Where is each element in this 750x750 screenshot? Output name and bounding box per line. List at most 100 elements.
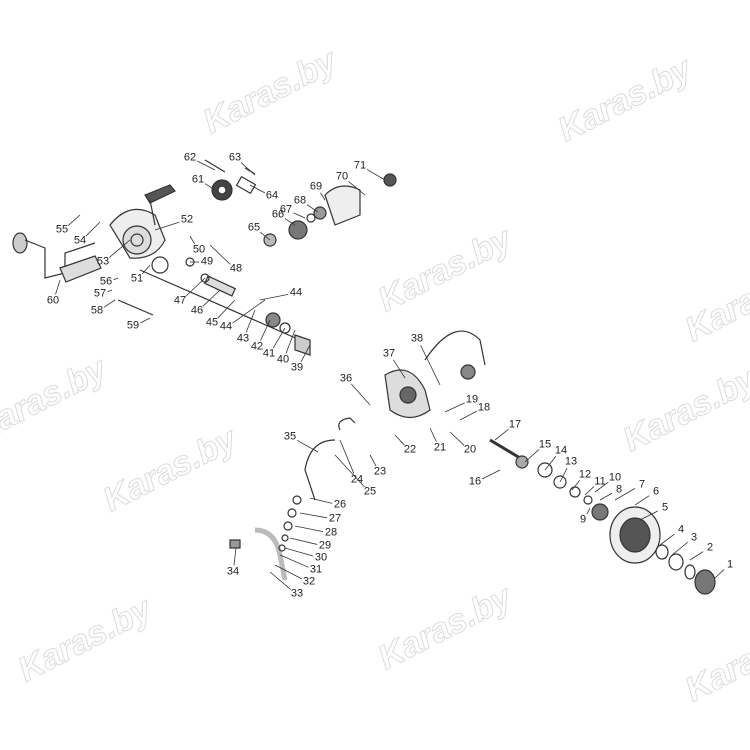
leader-line [320,192,326,201]
part-label-61: 61 [191,173,205,186]
leader-line [714,569,725,579]
part-label-66: 66 [271,208,285,221]
part-label-67: 67 [279,203,293,216]
leader-line [394,434,405,446]
leader-line [217,299,236,319]
leader-line [393,359,406,379]
part-label-3: 3 [690,531,698,544]
part-label-39: 39 [290,361,304,374]
leader-line [142,264,151,275]
leader-line [599,492,613,501]
part-label-24: 24 [350,473,364,486]
part-label-13: 13 [564,455,578,468]
part-label-60: 60 [46,294,60,307]
leader-line [204,183,216,191]
leader-line [154,221,180,231]
part-label-64: 64 [265,189,279,202]
leader-line [107,289,113,293]
part-label-43: 43 [236,332,250,345]
part-label-34: 34 [226,565,240,578]
part-label-33: 33 [290,587,304,600]
leader-line [233,547,237,566]
leader-line [269,571,292,590]
leader-line [459,410,478,421]
part-label-10: 10 [608,471,622,484]
part-label-52: 52 [180,213,194,226]
part-label-11: 11 [594,475,606,488]
part-label-35: 35 [283,430,297,443]
part-label-30: 30 [314,551,328,564]
leader-line [494,428,509,441]
part-label-38: 38 [410,332,424,345]
part-label-22: 22 [403,443,417,456]
leader-line [420,345,441,386]
leader-line [103,299,116,308]
part-label-1: 1 [726,558,734,571]
part-label-7: 7 [638,478,646,491]
leader-line [671,541,688,556]
part-label-63: 63 [228,151,242,164]
leader-line [659,533,675,546]
part-label-62: 62 [183,151,197,164]
leader-line [108,239,131,258]
leader-line [309,497,333,504]
leader-line [55,279,61,295]
leader-line [285,329,296,354]
leader-line [289,537,318,545]
leader-line [429,427,437,442]
part-label-44: 44 [289,286,303,299]
part-label-70: 70 [335,170,349,183]
drive-shaft-assembly [117,256,311,356]
part-label-45: 45 [205,316,219,329]
part-label-49: 49 [200,255,214,268]
part-label-32: 32 [302,575,316,588]
gear-parts [204,159,397,247]
leader-line [334,454,365,488]
part-label-54: 54 [73,234,87,247]
part-label-44: 44 [219,320,233,333]
leader-line [306,204,319,213]
part-label-23: 23 [373,465,387,478]
leader-line [202,289,221,307]
leader-line [260,319,271,341]
leader-line [689,551,704,561]
part-label-40: 40 [276,353,290,366]
part-label-57: 57 [93,287,107,300]
leader-line [85,221,101,237]
leader-line [571,480,581,491]
part-label-9: 9 [579,513,587,526]
part-label-16: 16 [468,475,482,488]
part-label-19: 19 [465,393,479,406]
part-label-20: 20 [463,443,477,456]
leader-line [274,564,303,580]
leader-line [544,456,557,471]
part-label-42: 42 [250,340,264,353]
part-label-29: 29 [318,539,332,552]
leader-line [339,439,355,474]
part-label-25: 25 [363,485,377,498]
part-label-50: 50 [192,243,206,256]
leader-line [272,327,286,349]
part-label-2: 2 [706,541,714,554]
leader-line [586,507,591,515]
leader-line [294,525,324,533]
part-label-55: 55 [55,223,69,236]
part-label-15: 15 [538,438,552,451]
part-label-21: 21 [433,441,447,454]
leader-line [300,344,311,363]
leader-line [559,467,568,483]
leader-line [614,488,636,501]
leader-line [67,214,81,226]
leader-line [245,309,256,333]
part-label-6: 6 [652,485,660,498]
leader-line [584,486,595,496]
part-label-28: 28 [324,526,338,539]
handle [12,232,102,283]
reel-body [109,184,176,259]
leader-line [189,235,196,245]
part-label-46: 46 [190,304,204,317]
part-label-53: 53 [96,255,110,268]
leader-line [351,383,371,406]
leader-line [284,218,296,226]
